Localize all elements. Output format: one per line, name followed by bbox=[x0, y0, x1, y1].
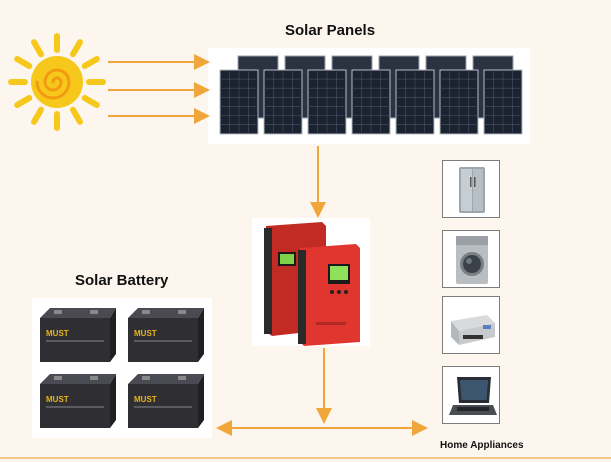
solar-panel-icon bbox=[483, 69, 523, 135]
solar-panel-icon bbox=[439, 69, 479, 135]
battery-icon: MUST MUST MUST MUST bbox=[40, 308, 204, 428]
battery-icon: MUST bbox=[40, 374, 116, 428]
appliance-card-refrigerator bbox=[442, 160, 500, 218]
inverter-image bbox=[252, 218, 370, 346]
printer-icon bbox=[451, 315, 495, 345]
appliance-card-laptop bbox=[442, 366, 500, 424]
battery-brand-logo: MUST bbox=[46, 395, 69, 404]
appliance-card-washing-machine bbox=[442, 230, 500, 288]
home-appliances-label: Home Appliances bbox=[440, 440, 524, 451]
washing-machine-icon bbox=[456, 236, 488, 284]
battery-brand-logo: MUST bbox=[134, 329, 157, 338]
battery-bank-image: MUST MUST MUST MUST bbox=[32, 298, 212, 438]
battery-icon: MUST bbox=[40, 308, 116, 362]
battery-icon: MUST bbox=[128, 308, 204, 362]
laptop-icon bbox=[449, 377, 497, 415]
solar-panel-icon bbox=[351, 69, 391, 135]
solar-panel-icon bbox=[307, 69, 347, 135]
battery-brand-logo: MUST bbox=[134, 395, 157, 404]
solar-panel-icon bbox=[395, 69, 435, 135]
solar-panels-image bbox=[208, 48, 530, 144]
battery-icon: MUST bbox=[128, 374, 204, 428]
solar-battery-label: Solar Battery bbox=[75, 272, 169, 289]
refrigerator-icon bbox=[459, 167, 485, 213]
battery-brand-logo: MUST bbox=[46, 329, 69, 338]
appliance-card-printer bbox=[442, 296, 500, 354]
solar-panels-label: Solar Panels bbox=[285, 22, 376, 39]
solar-panel-icon bbox=[263, 69, 303, 135]
solar-panel-icon bbox=[219, 55, 523, 135]
solar-panel-icon bbox=[219, 69, 259, 135]
inverter-icon bbox=[264, 222, 360, 346]
